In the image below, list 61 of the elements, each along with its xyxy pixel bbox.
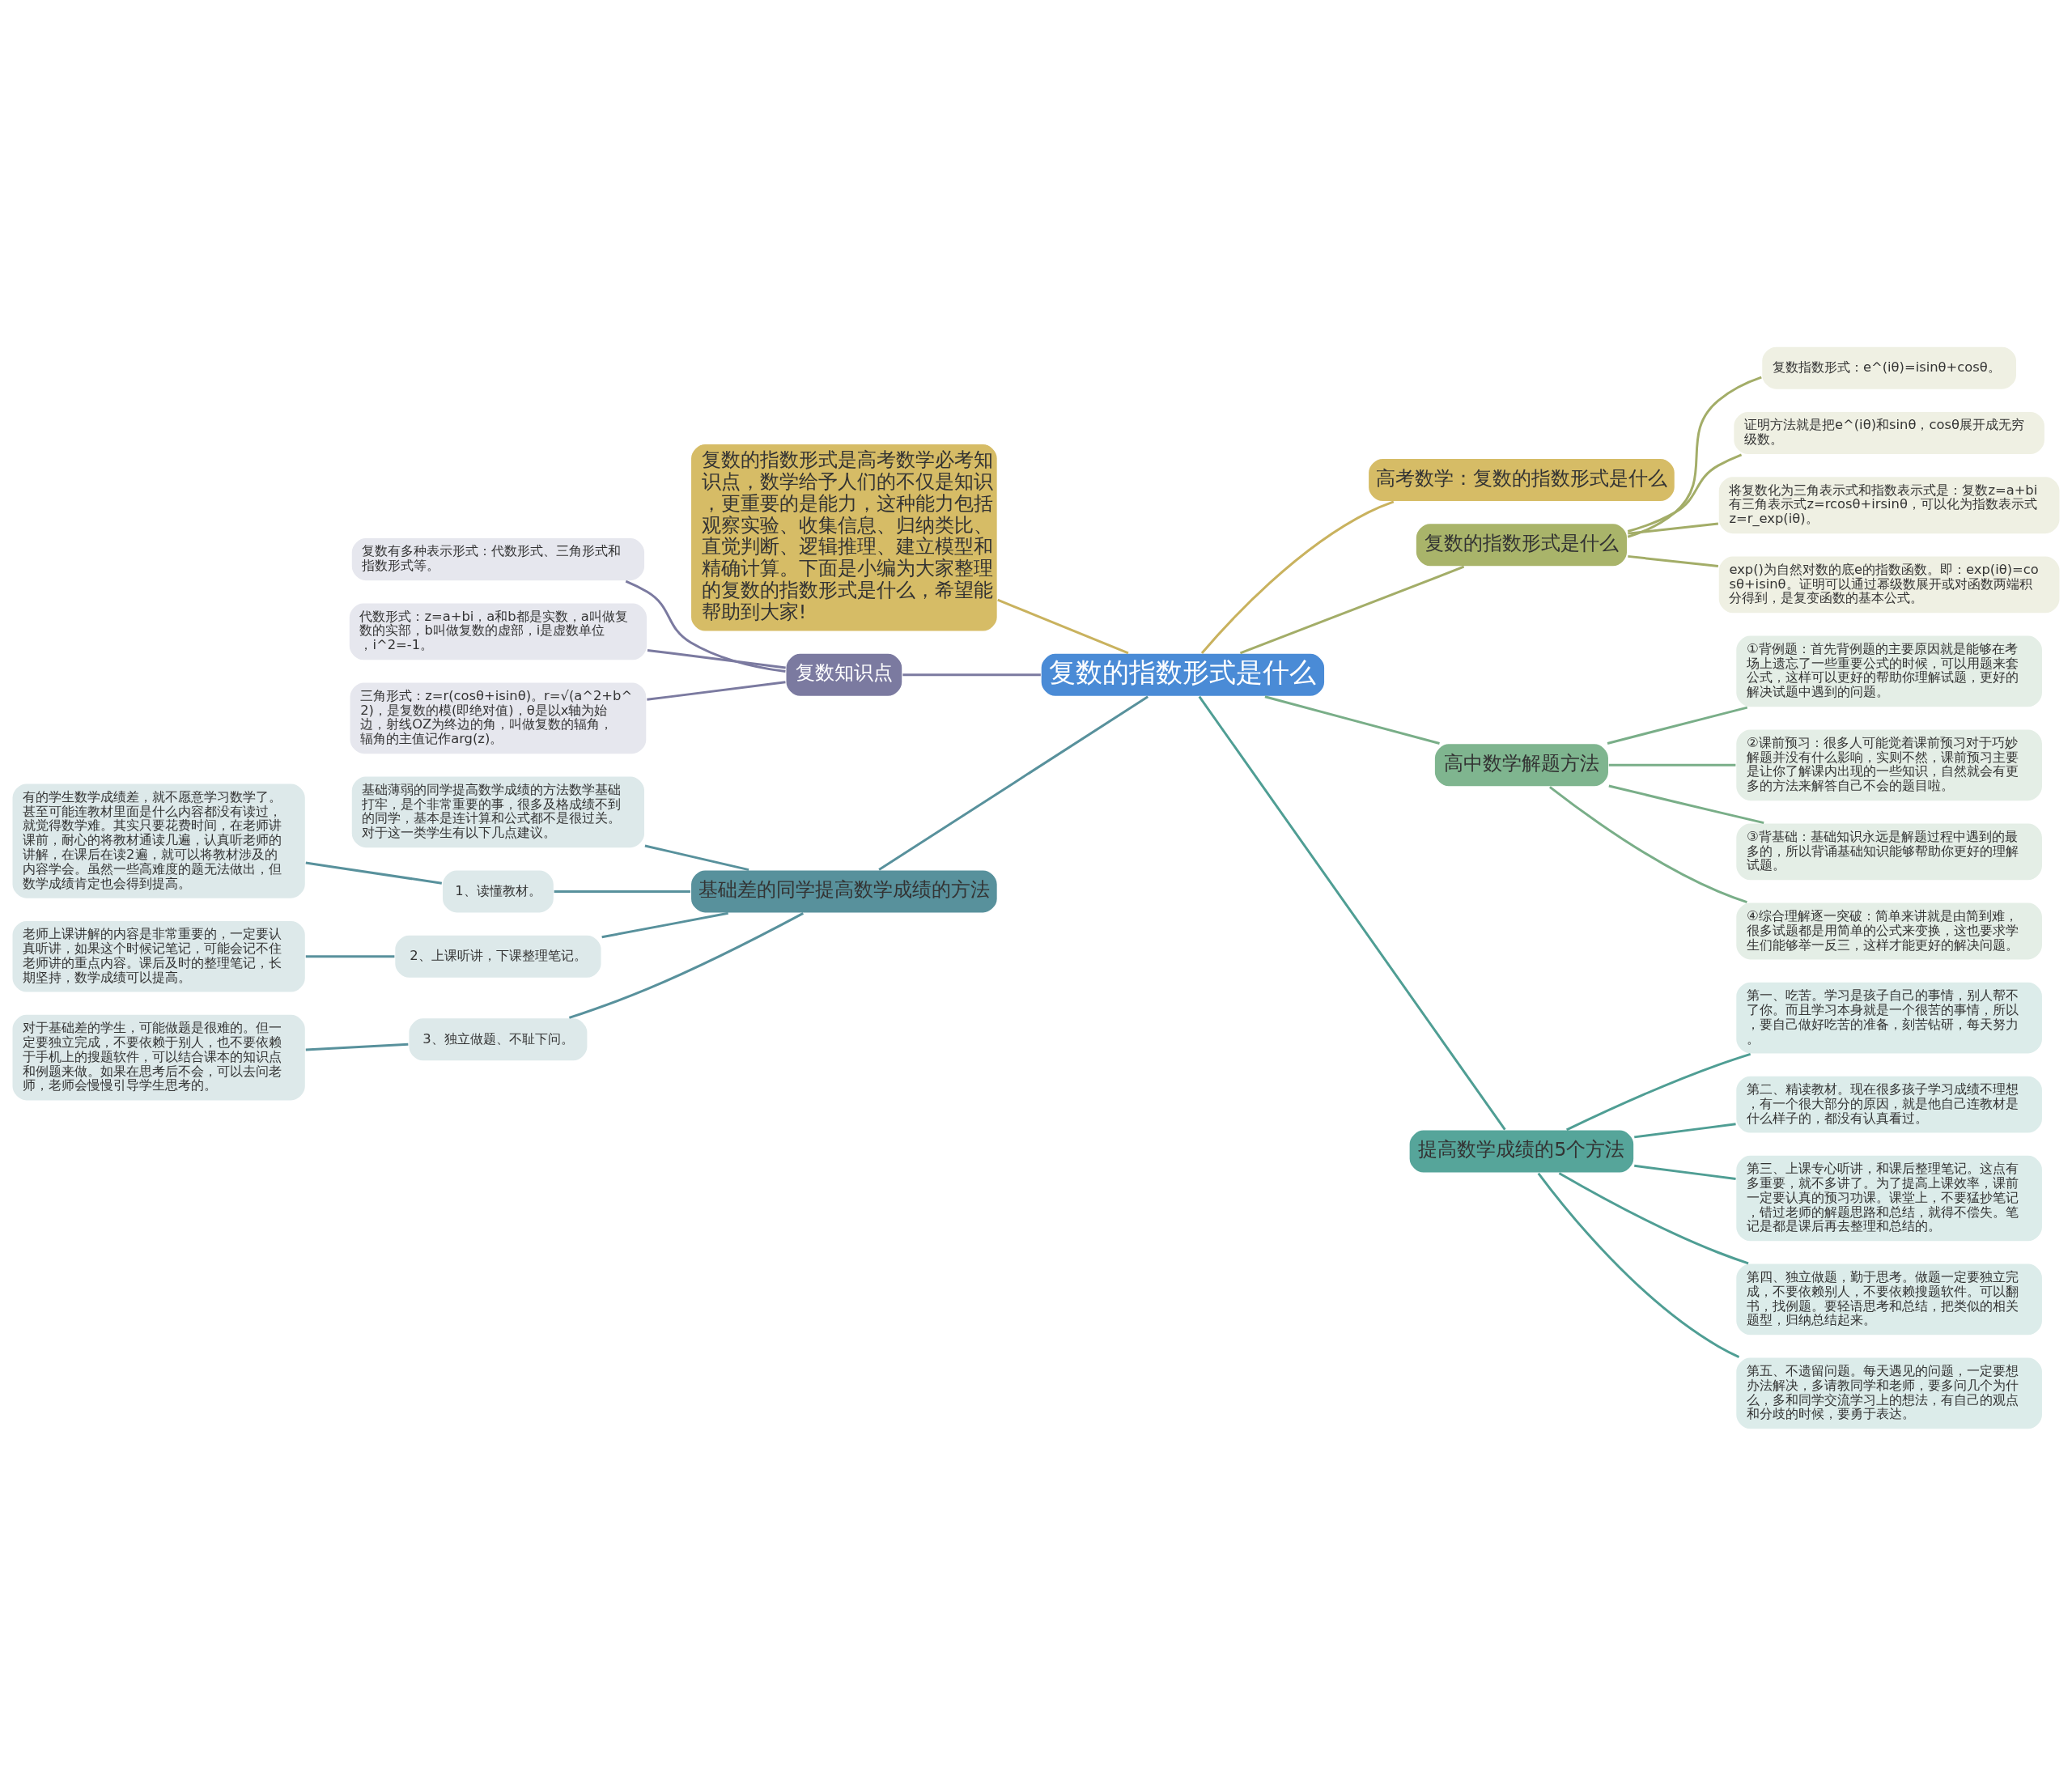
connector [1566,1052,1751,1131]
node-box: 有的学生数学成绩差，就不愿意学习数学了。甚至可能连教材里面是什么内容都没有读过，就觉得数学难。其实只要花费时间，在老师讲课前，耐心的将教材通读几遍，认真听老师的讲解，在课后在读2遍，就可以将教材涉及的内容学会。虽然一些高难度的题无法做出，但数学成绩肯定也会得到提高。 [11,782,307,899]
node-box: 2、上课听讲，下课整理笔记。 [393,933,602,979]
connector [1627,452,1743,533]
connector [1608,784,1764,824]
node-box: 复数的指数形式是什么 [1040,652,1326,697]
connector [1239,565,1465,654]
connector [554,890,690,893]
connector [644,844,749,871]
node-box: 基础薄弱的同学提高数学成绩的方法数学基础打牢，是个非常重要的事，很多及格成绩不到的同学，基本是连计算和公式都不是很过关。对于这一类学生有以下几点建议。 [350,775,646,849]
connector [997,598,1129,654]
node-box: 第五、不遗留问题。每天遇见的问题，一定要想办法解决，多请教同学和老师，要多问几个为什么，多和同学交流学习上的想法，有自己的观点和分歧的时候，要勇于表达。 [1734,1356,2044,1430]
connector [625,580,786,673]
node-box: 提高数学成绩的5个方法 [1408,1128,1635,1174]
node-box: 基础差的同学提高数学成绩的方法 [690,868,999,914]
connector [1608,763,1736,766]
connector [1537,1172,1740,1358]
node-box: 复数的指数形式是高考数学必考知识点，数学给予人们的不仅是知识，更重要的是能力，这种能力包括观察实验、收集信息、归纳类比、直觉判断、逻辑推理、建立模型和精确计算。下面是小编为大家整理的复数的指数形式是什么，希望能帮助到大家! [690,443,999,632]
node-box: ①背例题：首先背例题的主要原因就是能够在考场上遗忘了一些重要公式的时候，可以用题来套公式，这样可以更好的帮助你理解试题，更好的解决试题中遇到的问题。 [1734,634,2044,708]
connector [1200,499,1395,654]
node-box: ③背基础：基础知识永远是解题过程中遇到的最多的，所以背诵基础知识能够帮助你更好的理解试题。 [1734,822,2044,881]
connector [1549,785,1747,903]
connector [568,911,804,1019]
connector [1634,1122,1736,1138]
node-box: 第四、独立做题，勤于思考。做题一定要独立完成，不要依赖别人，不要依赖搜题软件。可以翻书，找例题。要轻语思考和总结，把类似的相关题型，归纳总结起来。 [1734,1262,2044,1336]
node-box: 复数有多种表示形式：代数形式、三角形式和指数形式等。 [350,537,646,582]
node-box: 老师上课讲解的内容是非常重要的，一定要认真听讲，如果这个时候记笔记，可能会记不住老师讲的重点内容。课后及时的整理笔记，长期坚持，数学成绩可以提高。 [11,919,307,993]
node-box: 3、独立做题、不耻下问。 [407,1017,588,1062]
connector [878,694,1149,871]
node-box: 代数形式：z=a+bi，a和b都是实数，a叫做复数的实部，b叫做复数的虚部，i是虚数单位，i^2=-1。 [348,601,648,661]
node-box: ②课前预习：很多人可能觉着课前预习对于巧妙解题并没有什么影响，实则不然，课前预习主要是让你了解课内出现的一些知识，自然就会有更多的方法来解答自己不会的题目啦。 [1734,728,2044,802]
connector [1627,376,1762,538]
connector [1264,694,1440,745]
node-box: 证明方法就是把e^(iθ)和sinθ，cosθ展开成无穷级数。 [1732,410,2046,455]
connector [1628,554,1719,567]
connector [1198,695,1506,1130]
node-box: 高考数学：复数的指数形式是什么 [1367,456,1676,502]
connector [1558,1171,1749,1264]
node-box: 复数的指数形式是什么 [1415,522,1628,567]
connector [1607,706,1748,745]
connector [902,673,1041,676]
node-box: 第三、上课专心听讲，和课后整理笔记。这点有多重要，就不多讲了。为了提高上课效率，课前一定要认真的预习功课。课堂上，不要猛抄笔记，错过老师的解题思路和总结，就得不偿失。笔记是都是课后再去整理和总结的。 [1734,1153,2044,1242]
connector [601,911,728,938]
connector [1628,522,1719,535]
node-box: 将复数化为三角表示式和指数表示式是：复数z=a+bi有三角表示式z=rcosθ+irsinθ，可以化为指数表示式z=r_exp(iθ)。 [1717,475,2061,535]
connector [647,680,786,701]
connector [305,1042,409,1051]
node-box: exp()为自然对数的底e的指数函数。即：exp(iθ)=cosθ+isinθ。证明可以通过幂级数展开或对函数两端积分得到，是复变函数的基本公式。 [1717,554,2061,614]
node-box: 第一、吃苦。学习是孩子自己的事情，别人帮不了你。而且学习本身就是一个很苦的事情，所以，要自己做好吃苦的准备，刻苦钻研，每天努力。 [1734,980,2044,1055]
connector [305,861,443,885]
node-box: 1、读懂教材。 [441,868,555,914]
node-box: 第二、精读教材。现在很多孩子学习成绩不理想，有一个很大部分的原因，就是他自己连教材是什么样子的，都没有认真看过。 [1734,1074,2044,1134]
node-box: 高中数学解题方法 [1433,742,1610,788]
connector [305,954,395,958]
node-box: ④综合理解逐一突破：简单来讲就是由简到难，很多试题都是用简单的公式来变换，这也要求学生们能够举一反三，这样才能更好的解决问题。 [1734,901,2044,961]
node-box: 复数知识点 [785,652,903,697]
node-box: 三角形式：z=r(cosθ+isinθ)。r=√(a^2+b^2)，是复数的模(即绝对值)，θ是以x轴为始边，射线OZ为终边的角，叫做复数的辐角，辐角的主值记作arg(z)。 [349,681,648,755]
connector [647,648,786,669]
node-box: 复数指数形式：e^(iθ)=isinθ+cosθ。 [1760,345,2018,390]
node-box: 对于基础差的学生，可能做题是很难的。但一定要独立完成，不要依赖于别人，也不要依赖于手机上的搜题软件，可以结合课本的知识点和例题来做。如果在思考后不会，可以去问老师，老师会慢慢引导学生思考的。 [11,1013,307,1102]
connector [1634,1164,1736,1180]
